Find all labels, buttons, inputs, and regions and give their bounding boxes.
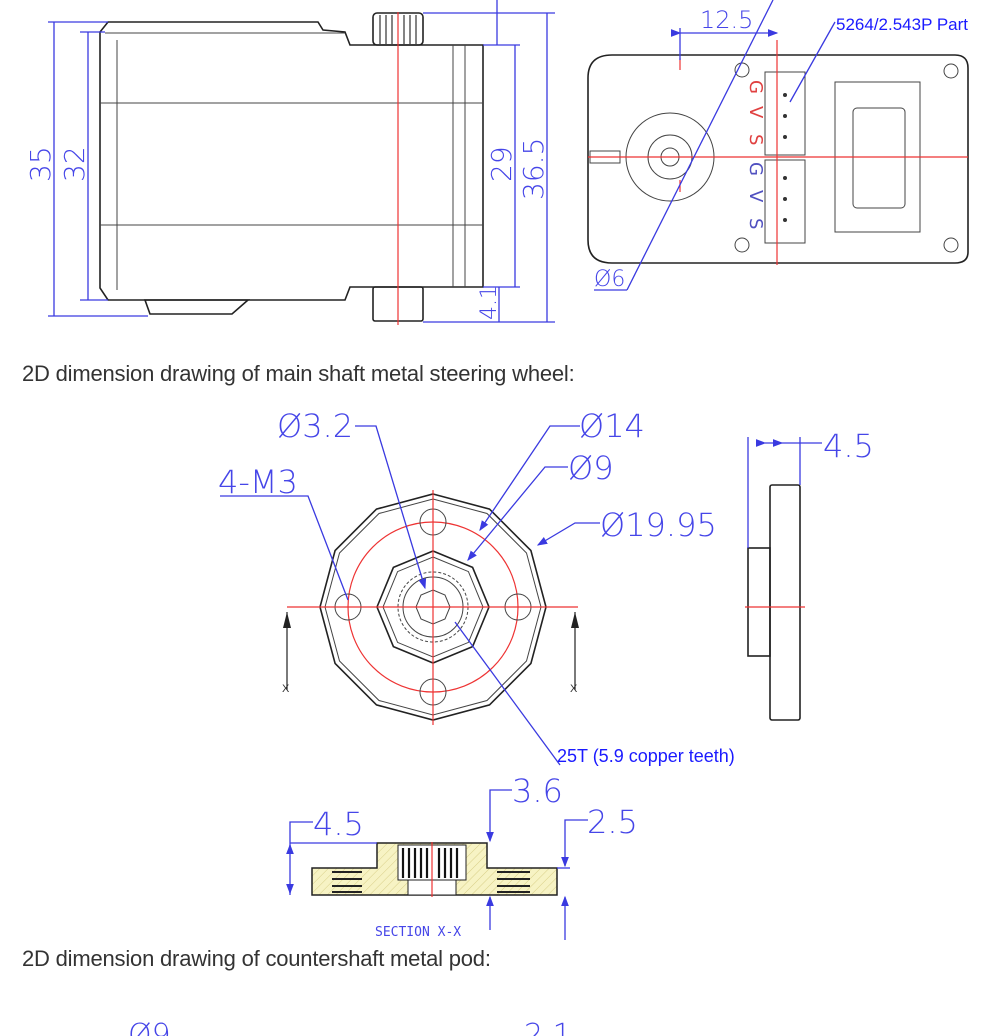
dim-2-5: 2.5 (587, 803, 638, 841)
pin-label: S (745, 218, 766, 229)
pin-label: V (745, 190, 766, 203)
dim-29: 29 (485, 146, 518, 182)
section-mark-left: X (282, 683, 290, 695)
dim-32: 32 (58, 146, 91, 182)
pin-label: G (745, 162, 766, 176)
servo-top-view: 12.5 5264/2.543P Part Ø6 G V S G V S (587, 0, 969, 292)
dim-36-5: 36.5 (517, 138, 550, 200)
heading-countershaft: 2D dimension drawing of countershaft met… (22, 946, 491, 971)
dim-dia-19-95: Ø19.95 (600, 506, 717, 544)
dim-pod-2-1: 2.1 (524, 1018, 572, 1036)
dim-35: 35 (24, 146, 57, 182)
horn-side-view: 4.5 (745, 427, 874, 721)
dim-dia-14: Ø14 (579, 407, 645, 445)
section-mark-right: X (570, 683, 578, 695)
teeth-note: 25T (5.9 copper teeth) (557, 746, 735, 766)
section-label: SECTION X-X (375, 925, 461, 940)
dim-4-5: 4.5 (313, 805, 364, 843)
pin-labels: G V S G V S (745, 80, 766, 229)
pod-drawing: Ø9 2.1 (128, 1018, 572, 1036)
pin-label: V (745, 106, 766, 119)
pin-label: S (745, 134, 766, 145)
dim-pod-dia-9: Ø9 (128, 1018, 171, 1036)
dim-side-4-5: 4.5 (823, 427, 874, 465)
connector-note: 5264/2.543P Part (836, 15, 968, 34)
dim-4-1: 4.1 (477, 285, 502, 320)
holes-4-m3: 4-M3 (218, 463, 298, 501)
pin-label: G (745, 80, 766, 94)
dim-dia-3-2: Ø3.2 (277, 407, 353, 445)
dim-dia-6: Ø6 (594, 267, 625, 292)
dim-dia-9: Ø9 (568, 449, 614, 487)
dim-12-5: 12.5 (700, 6, 753, 34)
servo-side-view: 35 32 29 36.5 4.1 (24, 0, 555, 325)
section-view: 4.5 3.6 2.5 SECTION X-X (286, 772, 638, 940)
horn-front-view: X X Ø3.2 Ø14 Ø9 4-M3 Ø19.95 25T (5.9 cop… (218, 407, 735, 766)
heading-main-shaft: 2D dimension drawing of main shaft metal… (22, 361, 575, 386)
dim-3-6: 3.6 (512, 772, 563, 810)
